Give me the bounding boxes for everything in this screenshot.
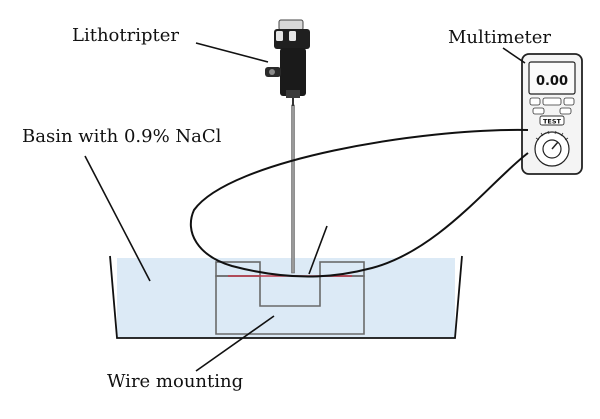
label-lithotripter: Lithotripter [72,25,179,46]
saline-solution [117,258,455,338]
basin-outline [109,255,463,339]
lithotripter-device [265,19,310,98]
label-wire-mounting: Wire mounting [107,371,244,392]
multimeter-device: 0.00 TEST [521,53,583,175]
multimeter-cable-loop [189,128,529,278]
basin [109,255,463,339]
multimeter-probe-lead [308,225,328,275]
lithotripter-probe [291,96,295,274]
multimeter-reading: 0.00 [536,74,568,89]
leader-lines [84,42,526,372]
label-multimeter: Multimeter [448,27,551,48]
multimeter-test-button: TEST [543,118,562,126]
label-basin: Basin with 0.9% NaCl [22,126,222,147]
